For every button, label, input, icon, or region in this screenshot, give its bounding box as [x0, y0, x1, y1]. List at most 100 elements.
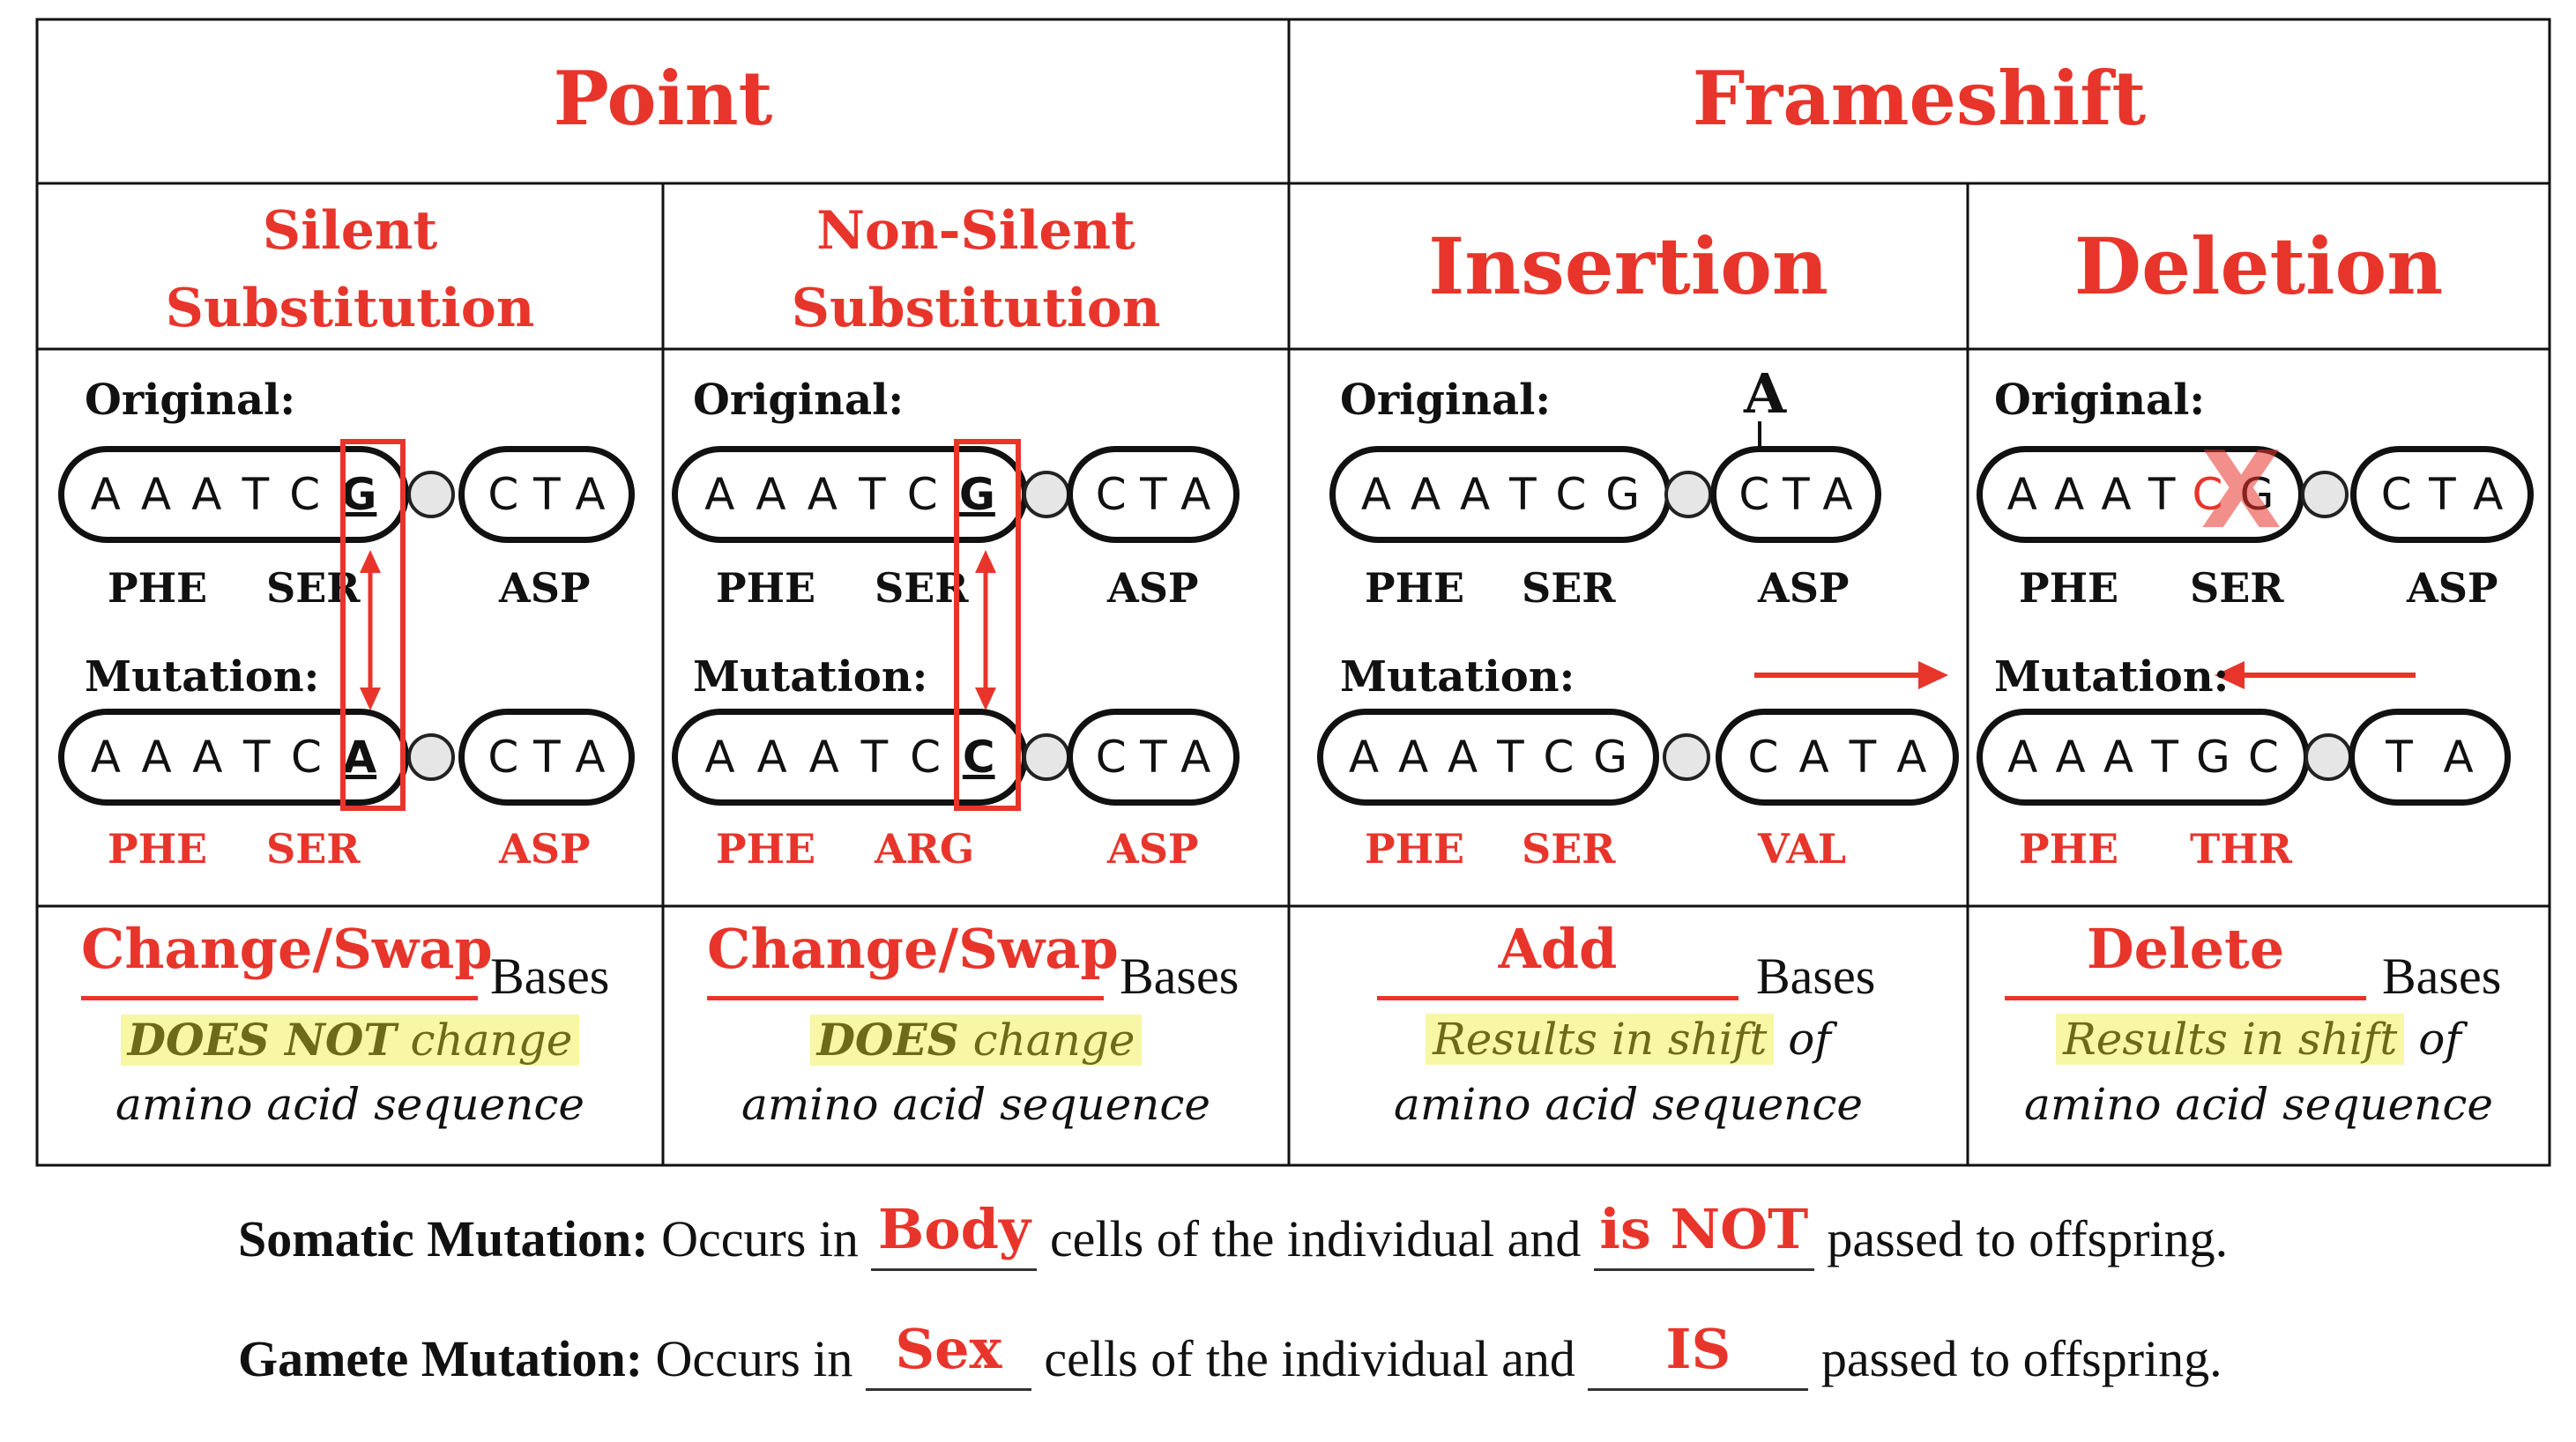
deletion-note-line1: Results in shift of [1968, 1014, 2550, 1065]
aa-label: SER [1522, 564, 1616, 612]
base: C [1095, 732, 1127, 783]
base: A [1360, 469, 1392, 520]
linker-circle [1023, 471, 1070, 518]
base: A [2007, 732, 2038, 783]
base: T [859, 469, 886, 520]
deletion-answer: Delete [2086, 917, 2285, 981]
insertion-mut-codon: A A A T C G [1317, 709, 1659, 806]
base: A [807, 469, 838, 520]
aa-label: ASP [1758, 564, 1850, 612]
base: A [1180, 732, 1211, 783]
base: C [488, 732, 519, 783]
silent-mutation-label: Mutation: [85, 652, 320, 702]
silent-answer: Change/Swap [81, 917, 493, 981]
deletion-note-line2: amino acid sequence [2024, 1079, 2493, 1130]
nonsilent-orig-tail: C T A [1067, 446, 1240, 543]
base-changed: G [340, 469, 377, 520]
aa-label: PHE [2019, 825, 2119, 873]
base: G [1593, 732, 1628, 783]
nonsilent-mutation-label: Mutation: [693, 652, 928, 702]
base: A [2101, 469, 2132, 520]
silent-mut-codon: A A A T C A [58, 709, 409, 806]
text: passed to offspring. [1808, 1330, 2222, 1387]
aa-label: PHE [1365, 825, 1465, 873]
subheader-silent: Silent Substitution [37, 192, 663, 347]
base: T [533, 469, 561, 520]
base: C [1543, 732, 1575, 783]
base: T [1783, 469, 1810, 520]
subheader-nonsilent-line1: Non-Silent [816, 200, 1135, 262]
gamete-answer-2: IS [1665, 1317, 1731, 1381]
base: G [1605, 469, 1641, 520]
text: Occurs in [643, 1330, 866, 1387]
nonsilent-mut-tail: C T A [1067, 709, 1240, 806]
nonsilent-answer-line [707, 996, 1104, 1000]
header-point: Point [553, 55, 773, 142]
linker-circle [1664, 471, 1712, 518]
aa-label: VAL [1758, 825, 1847, 873]
silent-change-highlight-box [340, 439, 406, 811]
blank: Body [871, 1197, 1038, 1271]
base: A [2055, 732, 2086, 783]
base: C [906, 469, 938, 520]
deletion-original-label: Original: [1994, 375, 2206, 425]
aa-label: SER [1522, 825, 1616, 873]
aa-label: SER [266, 825, 361, 873]
base: C [1738, 469, 1770, 520]
deletion-mut-codon: A A A T G C [1977, 709, 2310, 806]
base: A [1410, 469, 1441, 520]
aa-label: SER [2190, 564, 2284, 612]
aa-label: ASP [1107, 564, 1199, 612]
base-deleted: C [2192, 469, 2223, 520]
inserted-base: A [1744, 361, 1787, 426]
base: A [2473, 469, 2504, 520]
base: T [533, 732, 561, 783]
silent-answer-line [81, 996, 478, 1000]
nonsilent-original-label: Original: [693, 375, 905, 425]
text: cells of the individual and [1037, 1210, 1594, 1267]
subheader-nonsilent: Non-Silent Substitution [663, 192, 1289, 347]
text: Occurs in [648, 1210, 872, 1267]
delete-x-icon: X [2200, 430, 2282, 553]
base: C [1555, 469, 1587, 520]
subheader-nonsilent-line2: Substitution [791, 278, 1161, 339]
linker-circle [2301, 471, 2349, 518]
base: C [291, 732, 322, 783]
nonsilent-mut-codon: A A A T C C [672, 709, 1028, 806]
base: A [1180, 469, 1211, 520]
highlight: Results in shift [1426, 1014, 1775, 1065]
text: cells of the individual and [1031, 1330, 1589, 1387]
header-frameshift: Frameshift [1692, 55, 2147, 142]
highlight: Results in shift [2056, 1014, 2405, 1065]
base: C [1747, 732, 1779, 783]
base: T [2151, 732, 2178, 783]
base: T [860, 732, 889, 783]
base: A [1348, 732, 1380, 783]
bases-label: Bases [1120, 948, 1240, 1005]
deletion-orig-tail: C T A [2350, 446, 2534, 543]
blank: Sex [865, 1317, 1031, 1391]
silent-note-line1: DOES NOT change [37, 1014, 663, 1066]
somatic-answer-2: is NOT [1599, 1197, 1809, 1261]
silent-orig-codon: A A A T C G [58, 446, 409, 543]
aa-label: PHE [2019, 564, 2119, 612]
base: G [2239, 469, 2274, 520]
silent-note-line2: amino acid sequence [115, 1079, 584, 1130]
base: A [2443, 732, 2474, 783]
base: T [242, 732, 271, 783]
subheader-silent-line2: Substitution [165, 278, 535, 339]
base: A [192, 732, 223, 783]
base: C [1095, 469, 1127, 520]
silent-mut-tail: C T A [458, 709, 635, 806]
deletion-orig-codon: A A A T C G [1977, 446, 2304, 543]
base: A [808, 732, 839, 783]
subheader-silent-line1: Silent [262, 200, 438, 262]
highlight: DOES NOT change [120, 1014, 580, 1066]
hl-bold: DOES NOT [127, 1014, 397, 1066]
somatic-label: Somatic Mutation: [238, 1210, 649, 1267]
base-changed: C [962, 732, 995, 783]
base: A [1460, 469, 1491, 520]
hl-rest: change [958, 1015, 1135, 1066]
base: A [704, 732, 735, 783]
insertion-original-label: Original: [1340, 375, 1552, 425]
